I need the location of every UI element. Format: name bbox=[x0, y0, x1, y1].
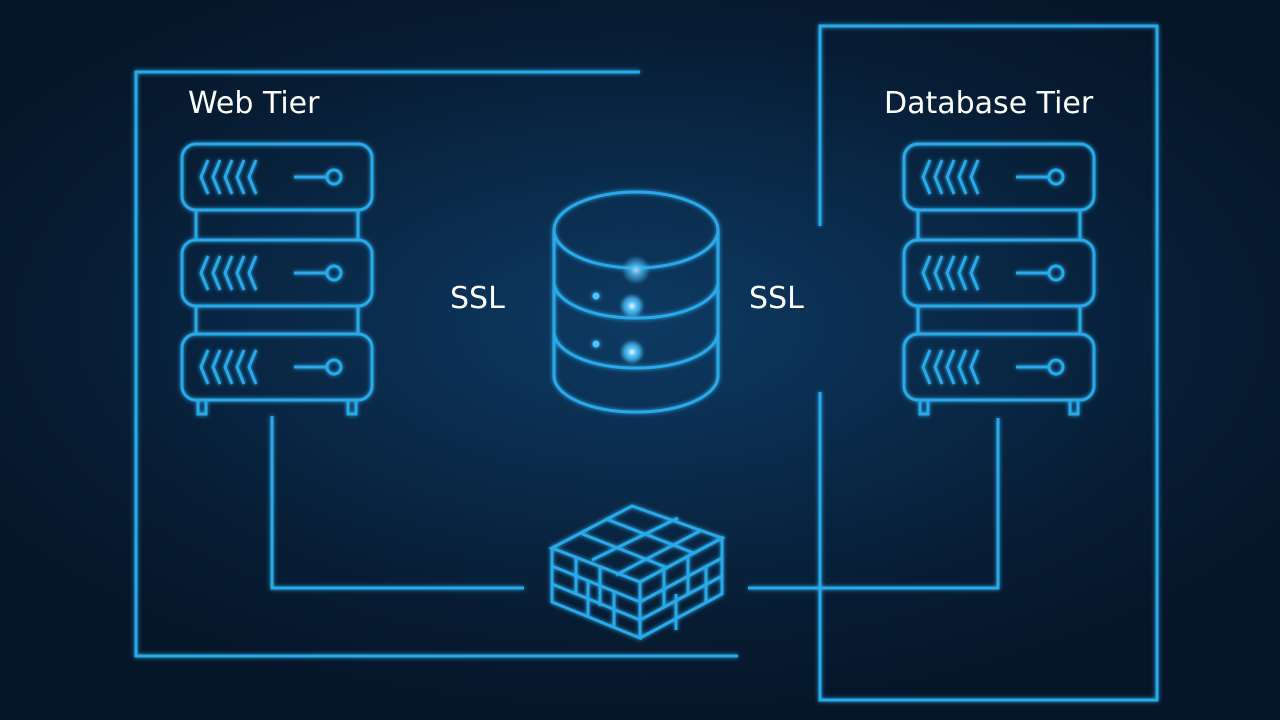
ssl-label-right: SSL bbox=[749, 281, 804, 316]
database-cylinder-icon bbox=[552, 190, 720, 414]
web-firewall-link bbox=[270, 416, 524, 590]
firewall-brick-icon bbox=[548, 504, 726, 641]
ssl-label-left: SSL bbox=[450, 281, 505, 316]
database-tier-boundary bbox=[818, 24, 1159, 702]
server-rack-icon bbox=[904, 144, 1094, 414]
db-firewall-link bbox=[748, 418, 1000, 590]
web-tier-boundary bbox=[134, 70, 738, 658]
web-tier-label: Web Tier bbox=[188, 86, 320, 121]
server-rack-icon bbox=[182, 144, 372, 414]
database-tier-label: Database Tier bbox=[884, 86, 1094, 121]
